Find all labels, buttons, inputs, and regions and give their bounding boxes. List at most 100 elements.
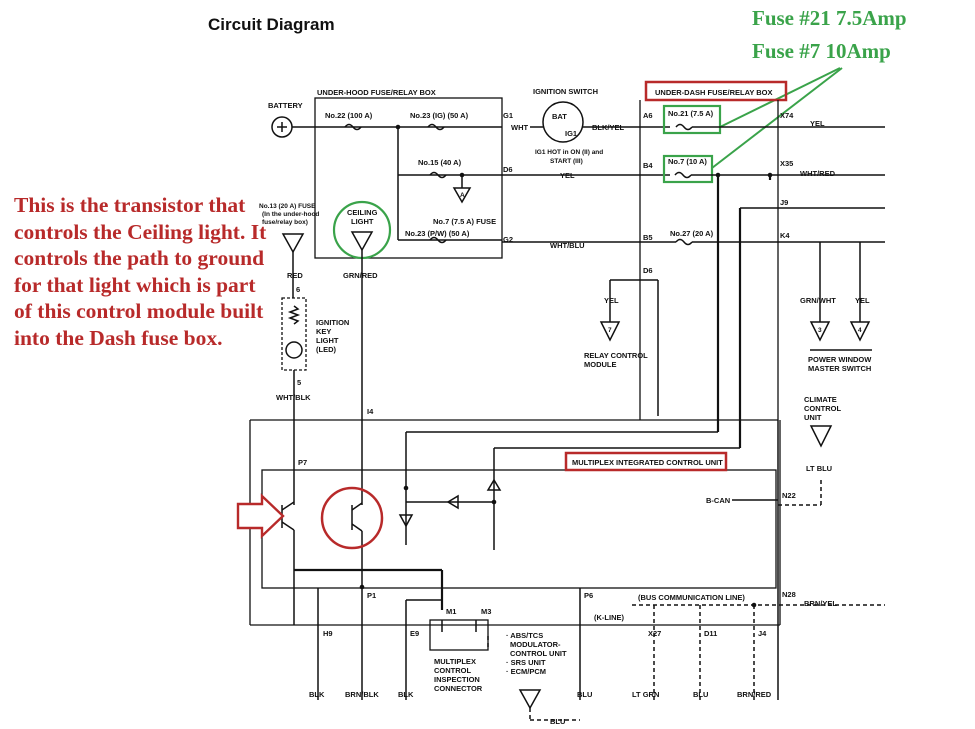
conn-m3: M3: [481, 607, 491, 616]
ceiling-transistor-highlight: [320, 486, 384, 550]
abs-label-2: MODULATOR-: [510, 640, 561, 649]
abs-ground-symbol: [518, 689, 542, 710]
pw-ground3-label: 3: [818, 327, 822, 334]
wire-yel2-label: YEL: [810, 119, 825, 128]
under-dash-label: UNDER-DASH FUSE/RELAY BOX: [655, 88, 773, 97]
transistor2-emitter: [351, 523, 363, 532]
wire-blu3-label: BLU: [550, 717, 565, 726]
wire-yel1-label: YEL: [560, 171, 575, 180]
fuse27-symbol: [675, 238, 693, 246]
diode-3: [486, 478, 502, 491]
micu-label-box: [564, 451, 728, 472]
climate-label-3: UNIT: [804, 413, 822, 422]
fuse21-highlight: [662, 104, 722, 135]
mux-conn-label-4: CONNECTOR: [434, 684, 483, 693]
transistor2-collector: [351, 502, 363, 511]
fuse13-symbol: [281, 233, 305, 254]
conn-b4: B4: [643, 161, 653, 170]
wire-wht-label: WHT: [511, 123, 528, 132]
bus-line-label: (BUS COMMUNICATION LINE): [638, 593, 745, 602]
fuse13-label-3: fuse/relay box): [262, 219, 308, 226]
under-dash-label-box: [644, 80, 788, 102]
climate-label-2: CONTROL: [804, 404, 841, 413]
fuse7-pointer-line: [711, 67, 843, 169]
conn-d6a: D6: [503, 165, 513, 174]
mux-inspection-connector-box: [429, 619, 489, 651]
wire-blk1-label: BLK: [309, 690, 325, 699]
fuse21-symbol: [675, 123, 693, 131]
fuse27-label: No.27 (20 A): [670, 229, 714, 238]
fuse15-label: No.15 (40 A): [418, 158, 462, 167]
mux-conn-label-2: CONTROL: [434, 666, 471, 675]
fuse21-pointer-line: [719, 67, 841, 128]
ignition-switch-symbol: [542, 101, 584, 143]
fuse7-75-label: No.7 (7.5 A) FUSE: [433, 217, 496, 226]
conn-h9: H9: [323, 629, 333, 638]
page-title: Circuit Diagram: [208, 15, 335, 34]
conn-j9: J9: [780, 198, 788, 207]
rcm-ground-symbol: [599, 321, 621, 342]
transistor-note: This is the transistor that controls the…: [14, 193, 267, 350]
fuse21-annotation: Fuse #21 7.5Amp: [752, 6, 907, 30]
wire-brn-yel-label: BRN/YEL: [804, 599, 837, 608]
conn-k4: K4: [780, 231, 790, 240]
junction-dot: [403, 485, 409, 491]
fuse22-symbol: [344, 123, 362, 131]
conn-i4: I4: [367, 407, 374, 416]
fuse23ig-symbol: [427, 123, 445, 131]
under-hood-box: [314, 97, 503, 259]
conn-g2: G2: [503, 235, 513, 244]
ceiling-light-label-1: CEILING: [347, 208, 378, 217]
ground-a-label: A: [460, 192, 465, 199]
conn-d11: D11: [704, 629, 717, 638]
wire-blk2-label: BLK: [398, 690, 414, 699]
power-window-label-2: MASTER SWITCH: [808, 364, 871, 373]
wire-blk-yel-label: BLK/YEL: [592, 123, 625, 132]
fuse22-label: No.22 (100 A): [325, 111, 373, 120]
wire-yel-pw-label: YEL: [855, 296, 870, 305]
fuse23pw-label: No.23 (P/W) (50 A): [405, 229, 470, 238]
ign-key-resistor: [287, 305, 301, 325]
abs-label-1: · ABS/TCS: [506, 631, 543, 640]
fuse7-annotation: Fuse #7 10Amp: [752, 39, 891, 63]
pw-ground3-symbol: [809, 321, 831, 342]
red-arrow-icon: [236, 493, 285, 539]
conn-g1: G1: [503, 111, 513, 120]
bcan-label: B-CAN: [706, 496, 730, 505]
conn-a6: A6: [643, 111, 653, 120]
power-window-label-1: POWER WINDOW: [808, 355, 872, 364]
conn-e9: E9: [410, 629, 419, 638]
abs-label-4: · SRS UNIT: [506, 658, 546, 667]
rcm-ground-label: 7: [608, 327, 612, 334]
ignition-ig1-label: IG1: [565, 129, 577, 138]
fuse21-label: No.21 (7.5 A): [668, 109, 714, 118]
conn-d6b: D6: [643, 266, 653, 275]
ig1-note-2: START (III): [550, 158, 583, 165]
ign-key-label-1: IGNITION: [316, 318, 349, 327]
wire-lt-blu-label: LT BLU: [806, 464, 832, 473]
conn-n22: N22: [782, 491, 796, 500]
conn-p7: P7: [298, 458, 307, 467]
ignition-bat-label: BAT: [552, 112, 567, 121]
fuse13-label-2: (In the under-hood: [262, 211, 319, 218]
fuse23ig-label: No.23 (IG) (50 A): [410, 111, 469, 120]
conn-x27: X27: [648, 629, 661, 638]
abs-label-3: CONTROL UNIT: [510, 649, 567, 658]
wire-grn-red-label: GRN/RED: [343, 271, 378, 280]
wire-grn-wht-label: GRN/WHT: [800, 296, 836, 305]
relay-control-label-1: RELAY CONTROL: [584, 351, 648, 360]
conn-p6: P6: [584, 591, 593, 600]
conn-b5: B5: [643, 233, 653, 242]
ign-key-label-2: KEY: [316, 327, 331, 336]
pw-ground4-label: 4: [858, 327, 862, 334]
ign-key-light-box: [281, 297, 307, 371]
relay-control-label-2: MODULE: [584, 360, 617, 369]
fuse7-symbol: [674, 171, 692, 179]
diode-1: [398, 514, 414, 528]
conn-x35: X35: [780, 159, 793, 168]
wire-blu1-label: BLU: [577, 690, 592, 699]
ign-key-label-3: LIGHT: [316, 336, 339, 345]
fuse15-symbol: [429, 171, 447, 179]
pin5-label: 5: [297, 378, 301, 387]
